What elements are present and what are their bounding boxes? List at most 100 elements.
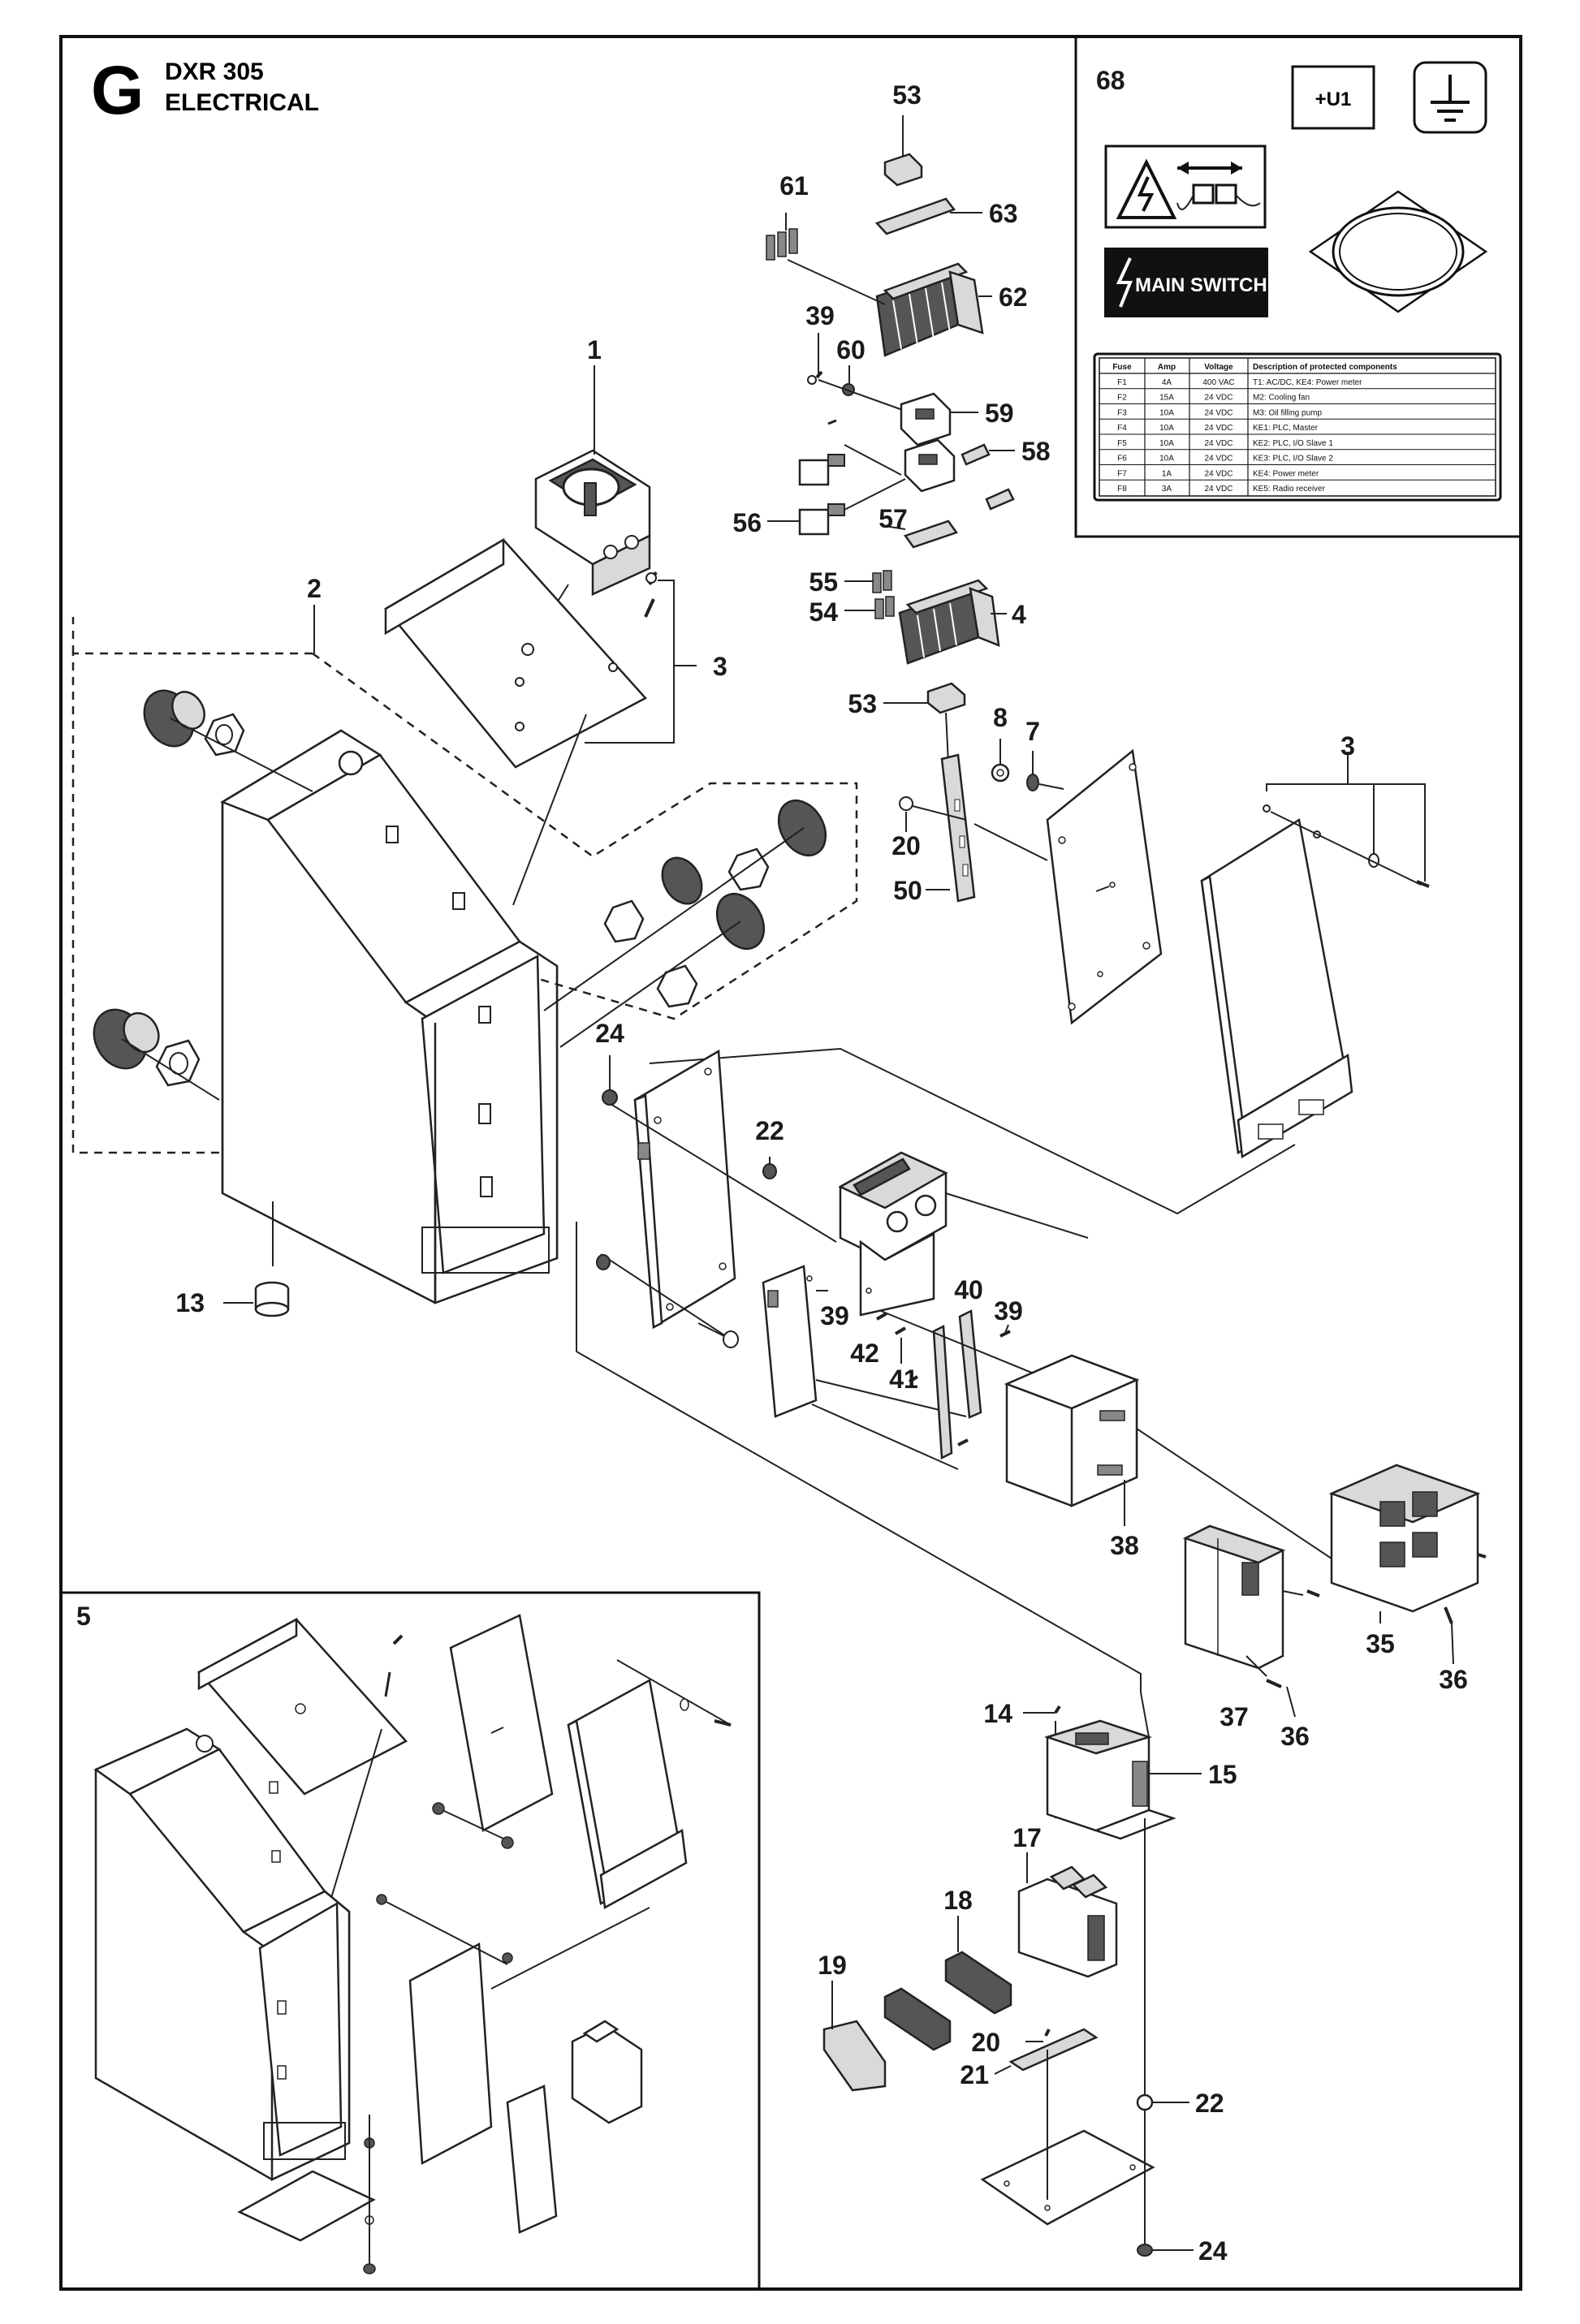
terminal-cover — [883, 153, 923, 187]
diagram-frame — [59, 35, 1522, 2291]
table-cell: M2: Cooling fan — [1253, 394, 1310, 403]
terminal-block-stack — [875, 262, 984, 357]
callout-50: 50 — [893, 876, 922, 905]
jumper-bar — [872, 570, 895, 619]
table-cell: KE3: PLC, I/O Slave 2 — [1253, 455, 1333, 464]
inset-68-frame — [1074, 35, 1522, 538]
motor-protection-switch — [1182, 1524, 1286, 1670]
table-cell: F6 — [1117, 455, 1127, 464]
clip — [961, 443, 1015, 511]
callout-8: 8 — [993, 703, 1008, 732]
callout-39: 39 — [820, 1301, 849, 1330]
table-cell: T1: AC/DC, KE4: Power meter — [1253, 378, 1362, 387]
fuse-connector-icon — [1176, 183, 1261, 210]
table-cell: F3 — [1117, 408, 1127, 417]
col-header: Amp — [1158, 363, 1176, 372]
model-name: DXR 305 — [165, 58, 264, 85]
section-letter: G — [91, 52, 144, 128]
table-cell: F7 — [1117, 469, 1127, 478]
callout-39: 39 — [805, 301, 835, 330]
rear-panel — [1200, 817, 1353, 1159]
table-cell: F4 — [1117, 424, 1127, 433]
end-plate — [822, 2020, 887, 2092]
callout-61: 61 — [779, 171, 809, 200]
lightning-bolt-icon — [1116, 257, 1133, 308]
table-cell: 10A — [1159, 424, 1174, 433]
din-rail — [940, 753, 976, 903]
table-cell: KE1: PLC, Master — [1253, 424, 1319, 433]
table-cell: 24 VDC — [1204, 424, 1232, 433]
jumper-bar — [766, 228, 798, 261]
cover-strip — [904, 520, 958, 549]
callout-21: 21 — [960, 2060, 989, 2089]
terminal-block-stack — [898, 579, 1000, 665]
rubber-foot — [254, 1281, 290, 1317]
table-cell: 24 VDC — [1204, 439, 1232, 448]
cover-strip — [874, 197, 956, 235]
kit-2-boundary — [71, 652, 313, 1154]
fuse-holder — [900, 392, 952, 446]
table-cell: 4A — [1162, 378, 1172, 387]
electrical-warning-icon — [1104, 144, 1267, 229]
fuse-terminal-block — [1017, 1865, 1118, 1978]
table-cell: 24 VDC — [1204, 455, 1232, 464]
table-cell: KE4: Power meter — [1253, 469, 1319, 478]
callout-5: 5 — [76, 1602, 91, 1631]
callout-18: 18 — [943, 1886, 973, 1915]
inset-5-assembly — [93, 1614, 732, 2274]
callout-40: 40 — [954, 1275, 983, 1304]
callout-20: 20 — [891, 831, 921, 860]
terminal-block — [883, 1987, 952, 2051]
table-cell: 10A — [1159, 439, 1174, 448]
callout-62: 62 — [999, 282, 1028, 312]
fuse-holder — [904, 438, 956, 493]
callout-53: 53 — [848, 689, 877, 718]
callout-20: 20 — [971, 2028, 1000, 2057]
table-cell: 24 VDC — [1204, 408, 1232, 417]
callout-22: 22 — [755, 1116, 784, 1145]
table-cell: M3: Oil filling pump — [1253, 408, 1322, 417]
electrical-cabinet — [220, 729, 559, 1304]
relay-module — [798, 503, 845, 536]
callout-14: 14 — [983, 1699, 1012, 1728]
cable-gland — [143, 689, 245, 757]
table-cell: 24 VDC — [1204, 394, 1232, 403]
table-cell: 10A — [1159, 455, 1174, 464]
din-rail — [1008, 2028, 1099, 2072]
callout-19: 19 — [818, 1951, 847, 1980]
main-switch-decal: MAIN SWITCH — [1104, 248, 1268, 317]
table-cell: F1 — [1117, 378, 1127, 387]
cable-gland — [603, 799, 827, 943]
callout-7: 7 — [1025, 717, 1040, 746]
screw — [644, 571, 658, 618]
relay-module — [798, 454, 845, 486]
dc-converter — [1043, 1719, 1176, 1840]
table-cell: 24 VDC — [1204, 469, 1232, 478]
callout-1: 1 — [587, 335, 602, 364]
callout-17: 17 — [1012, 1823, 1042, 1852]
terminal-block — [944, 1951, 1012, 2015]
col-header: Fuse — [1112, 363, 1132, 372]
callout-39: 39 — [994, 1296, 1023, 1326]
table-cell: 15A — [1159, 394, 1174, 403]
table-cell: 3A — [1162, 485, 1172, 494]
table-cell: 10A — [1159, 408, 1174, 417]
inset-5-frame — [59, 1591, 761, 2291]
back-mounting-plate — [633, 1049, 736, 1330]
ground-symbol-icon — [1413, 61, 1487, 134]
power-supply — [1004, 1354, 1140, 1507]
interface-board — [762, 1265, 818, 1418]
table-cell: 400 VAC — [1202, 378, 1234, 387]
table-cell: 1A — [1162, 469, 1172, 478]
base-plate — [980, 2129, 1155, 2226]
switch-mounting-plate — [384, 537, 647, 769]
table-cell: KE5: Radio receiver — [1253, 485, 1326, 494]
callout-58: 58 — [1021, 437, 1051, 466]
callout-36: 36 — [1280, 1722, 1310, 1751]
callout-2: 2 — [307, 574, 322, 603]
fuse-switch-block — [838, 1151, 948, 1317]
callout-54: 54 — [809, 597, 838, 627]
callout-36: 36 — [1439, 1665, 1468, 1694]
callout-24: 24 — [1198, 2236, 1228, 2266]
